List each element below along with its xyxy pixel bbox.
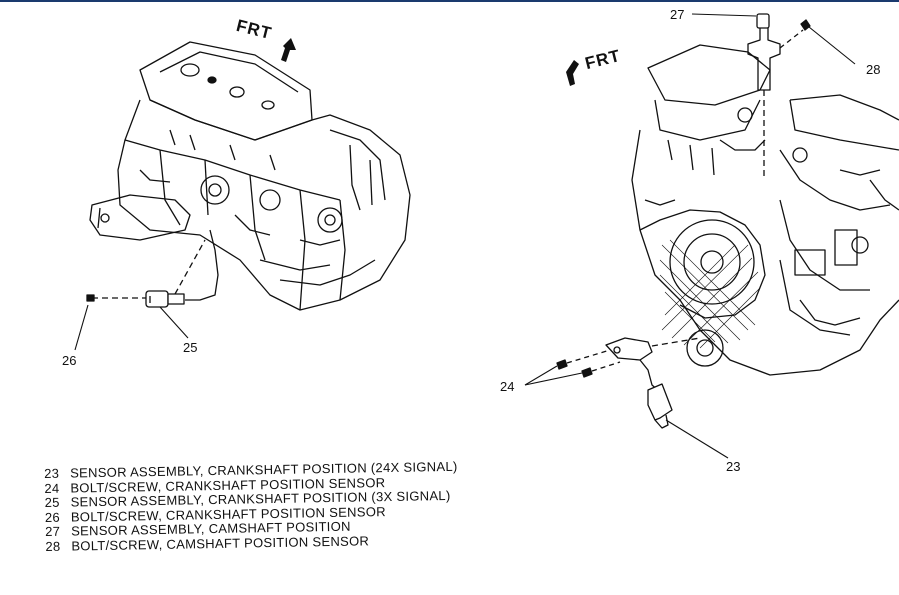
legend-number: 26: [44, 509, 61, 525]
callout-25: 25: [183, 340, 198, 355]
frt-arrow-right: [566, 60, 579, 86]
callout-24: 24: [500, 379, 515, 394]
callout-28: 28: [866, 62, 881, 77]
legend-number: 23: [43, 465, 60, 481]
left-engine-drawing: [86, 41, 411, 311]
legend-number: 27: [45, 524, 61, 540]
frt-arrow-left: [281, 38, 296, 62]
callout-27: 27: [670, 7, 685, 22]
callout-26: 26: [62, 353, 77, 368]
right-engine-drawing: [556, 13, 899, 429]
legend-number: 24: [44, 480, 60, 496]
callout-23: 23: [726, 459, 741, 474]
legend-number: 28: [45, 538, 61, 554]
legend-number: 25: [44, 494, 60, 511]
